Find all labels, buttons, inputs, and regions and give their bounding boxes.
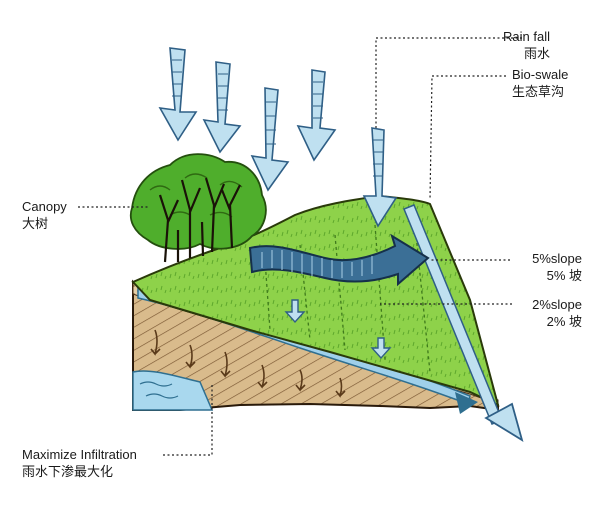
label-slope2-zh: 2% 坡 — [546, 314, 582, 329]
label-rainfall: Rain fall 雨水 — [470, 28, 550, 62]
subsurface-flow-arrowhead — [455, 392, 478, 414]
tree-canopy — [129, 153, 267, 263]
label-slope2-en: 2%slope — [532, 297, 582, 312]
label-rainfall-zh: 雨水 — [523, 46, 550, 61]
label-canopy: Canopy 大树 — [22, 198, 92, 232]
label-infiltration-en: Maximize Infiltration — [22, 447, 137, 462]
rain-arrows — [158, 47, 398, 228]
leader-lines — [78, 37, 522, 456]
label-slope5: 5%slope 5% 坡 — [500, 250, 582, 284]
label-canopy-zh: 大树 — [22, 216, 49, 231]
label-canopy-en: Canopy — [22, 199, 67, 214]
label-slope2: 2%slope 2% 坡 — [500, 296, 582, 330]
label-slope5-zh: 5% 坡 — [546, 268, 582, 283]
surface-flow-arrow — [248, 233, 430, 287]
label-bioswale-zh: 生态草沟 — [512, 84, 565, 99]
label-infiltration-zh: 雨水下渗最大化 — [22, 464, 114, 479]
label-rainfall-en: Rain fall — [503, 29, 550, 44]
label-slope5-en: 5%slope — [532, 251, 582, 266]
label-bioswale-en: Bio-swale — [512, 67, 569, 82]
label-bioswale: Bio-swale 生态草沟 — [512, 66, 597, 100]
label-infiltration: Maximize Infiltration 雨水下渗最大化 — [22, 446, 182, 480]
bioswale-flow-arrow — [403, 204, 524, 442]
